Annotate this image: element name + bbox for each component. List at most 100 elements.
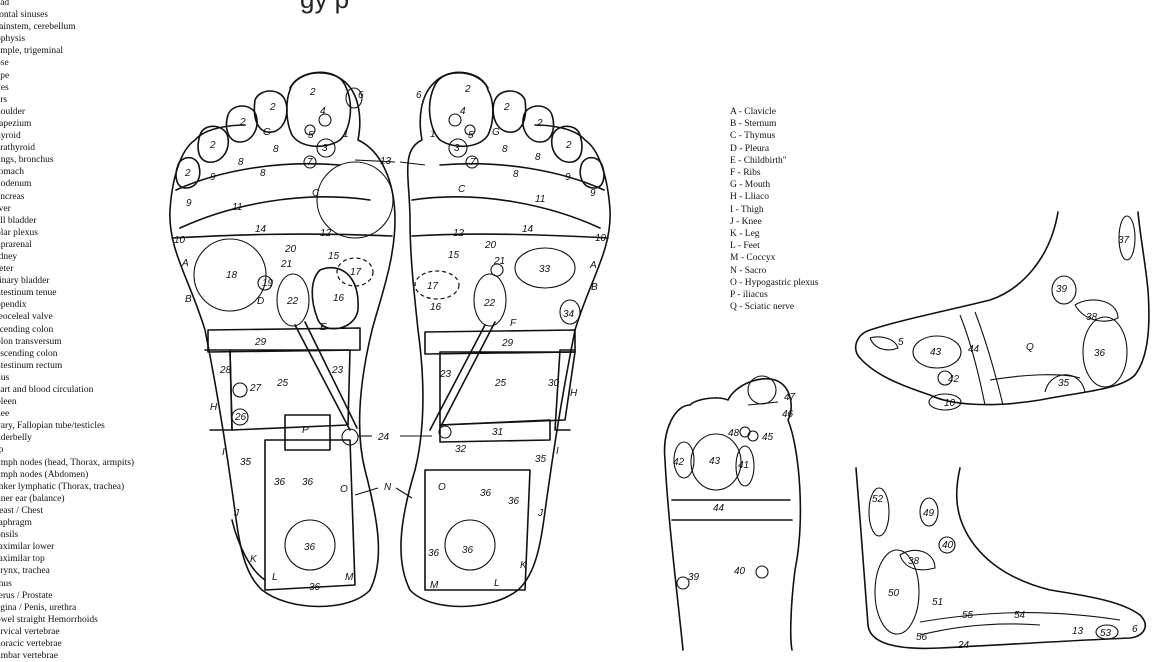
- label: 35: [240, 457, 252, 468]
- left-zone-19: [257, 275, 273, 291]
- arrow-Nb: [395, 487, 413, 499]
- right-sole-outline: [400, 72, 611, 608]
- top-zone-41: [735, 445, 755, 487]
- outer-zone-42: [937, 370, 953, 386]
- left-legend-item: owel straight Hemorrhoids: [0, 614, 98, 625]
- right-legend-item: B - Sternum: [730, 119, 777, 130]
- label: 2: [239, 117, 246, 128]
- left-zone-36-block: [264, 439, 356, 591]
- label: 30: [548, 378, 560, 389]
- left-legend-item: ntestinum rectum: [0, 360, 63, 371]
- arrow-13: [354, 159, 396, 163]
- label: 3: [454, 143, 460, 154]
- label: 5: [468, 130, 474, 141]
- inner-side-labels: 52 49 40 38 50 51 55 54 56 24 13 53 6: [872, 494, 1138, 651]
- left-legend-item: ead: [0, 0, 10, 8]
- left-legend-item: iver: [0, 203, 11, 214]
- label: 9: [186, 198, 192, 209]
- label: O: [438, 482, 446, 493]
- left-toe-3: [225, 105, 258, 143]
- label: 38: [1086, 312, 1098, 323]
- outer-band-44a: [959, 314, 986, 406]
- label: 17: [350, 267, 362, 278]
- left-legend-item: terus / Prostate: [0, 590, 53, 601]
- right-zone-3: [448, 138, 468, 158]
- label: 20: [484, 240, 497, 251]
- label: 24: [377, 432, 390, 443]
- label: 36: [508, 496, 520, 507]
- right-legend-item: M - Coccyx: [730, 253, 776, 264]
- label: 23: [331, 365, 344, 376]
- label: 18: [226, 270, 238, 281]
- left-legend-item: eart and blood circulation: [0, 385, 94, 395]
- label: 5: [308, 130, 314, 141]
- left-legend-item: arathyroid: [0, 143, 36, 154]
- right-zone-4a: [448, 113, 462, 127]
- label: O: [340, 484, 348, 495]
- right-zone-33: [514, 247, 576, 289]
- top-zone-40: [755, 565, 769, 579]
- outer-zone-35: [1044, 374, 1086, 393]
- inner-zone-52: [868, 487, 890, 537]
- label: G: [263, 127, 271, 138]
- label: 6: [358, 90, 364, 101]
- inner-zone-49: [919, 497, 939, 527]
- right-legend-item: N - Sacro: [730, 265, 767, 276]
- left-legend-item: scending colon: [0, 324, 54, 335]
- left-legend-item: agina / Penis, urethra: [0, 602, 77, 613]
- label: F: [510, 318, 517, 329]
- right-toe-3: [522, 105, 555, 143]
- label: 5: [898, 337, 904, 348]
- right-zone-36-circle: [444, 519, 496, 571]
- right-band-1: [439, 162, 605, 191]
- outer-zone-37: [1118, 215, 1136, 261]
- label: 43: [930, 347, 942, 358]
- left-legend-item: olar plexus: [0, 227, 38, 238]
- left-legend-item: tomach: [0, 167, 24, 178]
- left-toe-4: [197, 125, 230, 163]
- label: J: [233, 508, 240, 519]
- right-legend-item: Q - Sciatic nerve: [730, 302, 795, 313]
- left-legend-item: nner ear (balance): [0, 493, 65, 504]
- left-legend-item: escending colon: [0, 348, 58, 359]
- label: 4: [460, 106, 466, 117]
- label: 23: [439, 369, 452, 380]
- left-legend-item: rinary bladder: [0, 276, 50, 287]
- label: 9: [565, 172, 571, 183]
- inner-band-55: [919, 612, 1121, 623]
- right-legend-item: F - Ribs: [730, 168, 761, 179]
- label: 28: [219, 365, 232, 376]
- label: 7: [307, 157, 313, 168]
- right-ureter-23b: [439, 321, 496, 429]
- left-legend-item: umbar vertebrae: [0, 651, 58, 662]
- left-band-29: [207, 327, 361, 353]
- left-zone-K: [231, 519, 266, 581]
- label: 3: [322, 143, 328, 154]
- inner-band-56: [919, 623, 1041, 636]
- left-legend-item: iaphragm: [0, 518, 32, 529]
- right-band-31: [439, 419, 551, 443]
- arrow-N: [354, 487, 379, 496]
- right-zone-22: [473, 273, 507, 327]
- left-zone-36-circle: [284, 519, 336, 571]
- label: 26: [234, 412, 247, 423]
- left-zone-22: [276, 273, 310, 327]
- left-legend-item: uprarenal: [0, 239, 32, 250]
- right-band-3: [411, 233, 609, 239]
- label: 4: [320, 106, 326, 117]
- label: 27: [249, 383, 262, 394]
- left-legend-item: nus: [0, 372, 10, 383]
- label: 41: [738, 460, 749, 471]
- label: 36: [304, 542, 316, 553]
- label: 2: [503, 102, 510, 113]
- label: 8: [535, 152, 541, 163]
- label: 40: [942, 540, 954, 551]
- right-zone-7: [465, 155, 479, 169]
- left-band-3: [171, 233, 393, 239]
- left-zone-27: [232, 382, 248, 398]
- right-legend-item: L - Feet: [730, 241, 760, 252]
- left-legend-item: nderbelly: [0, 433, 32, 444]
- label: 6: [416, 90, 422, 101]
- label: 51: [932, 597, 943, 608]
